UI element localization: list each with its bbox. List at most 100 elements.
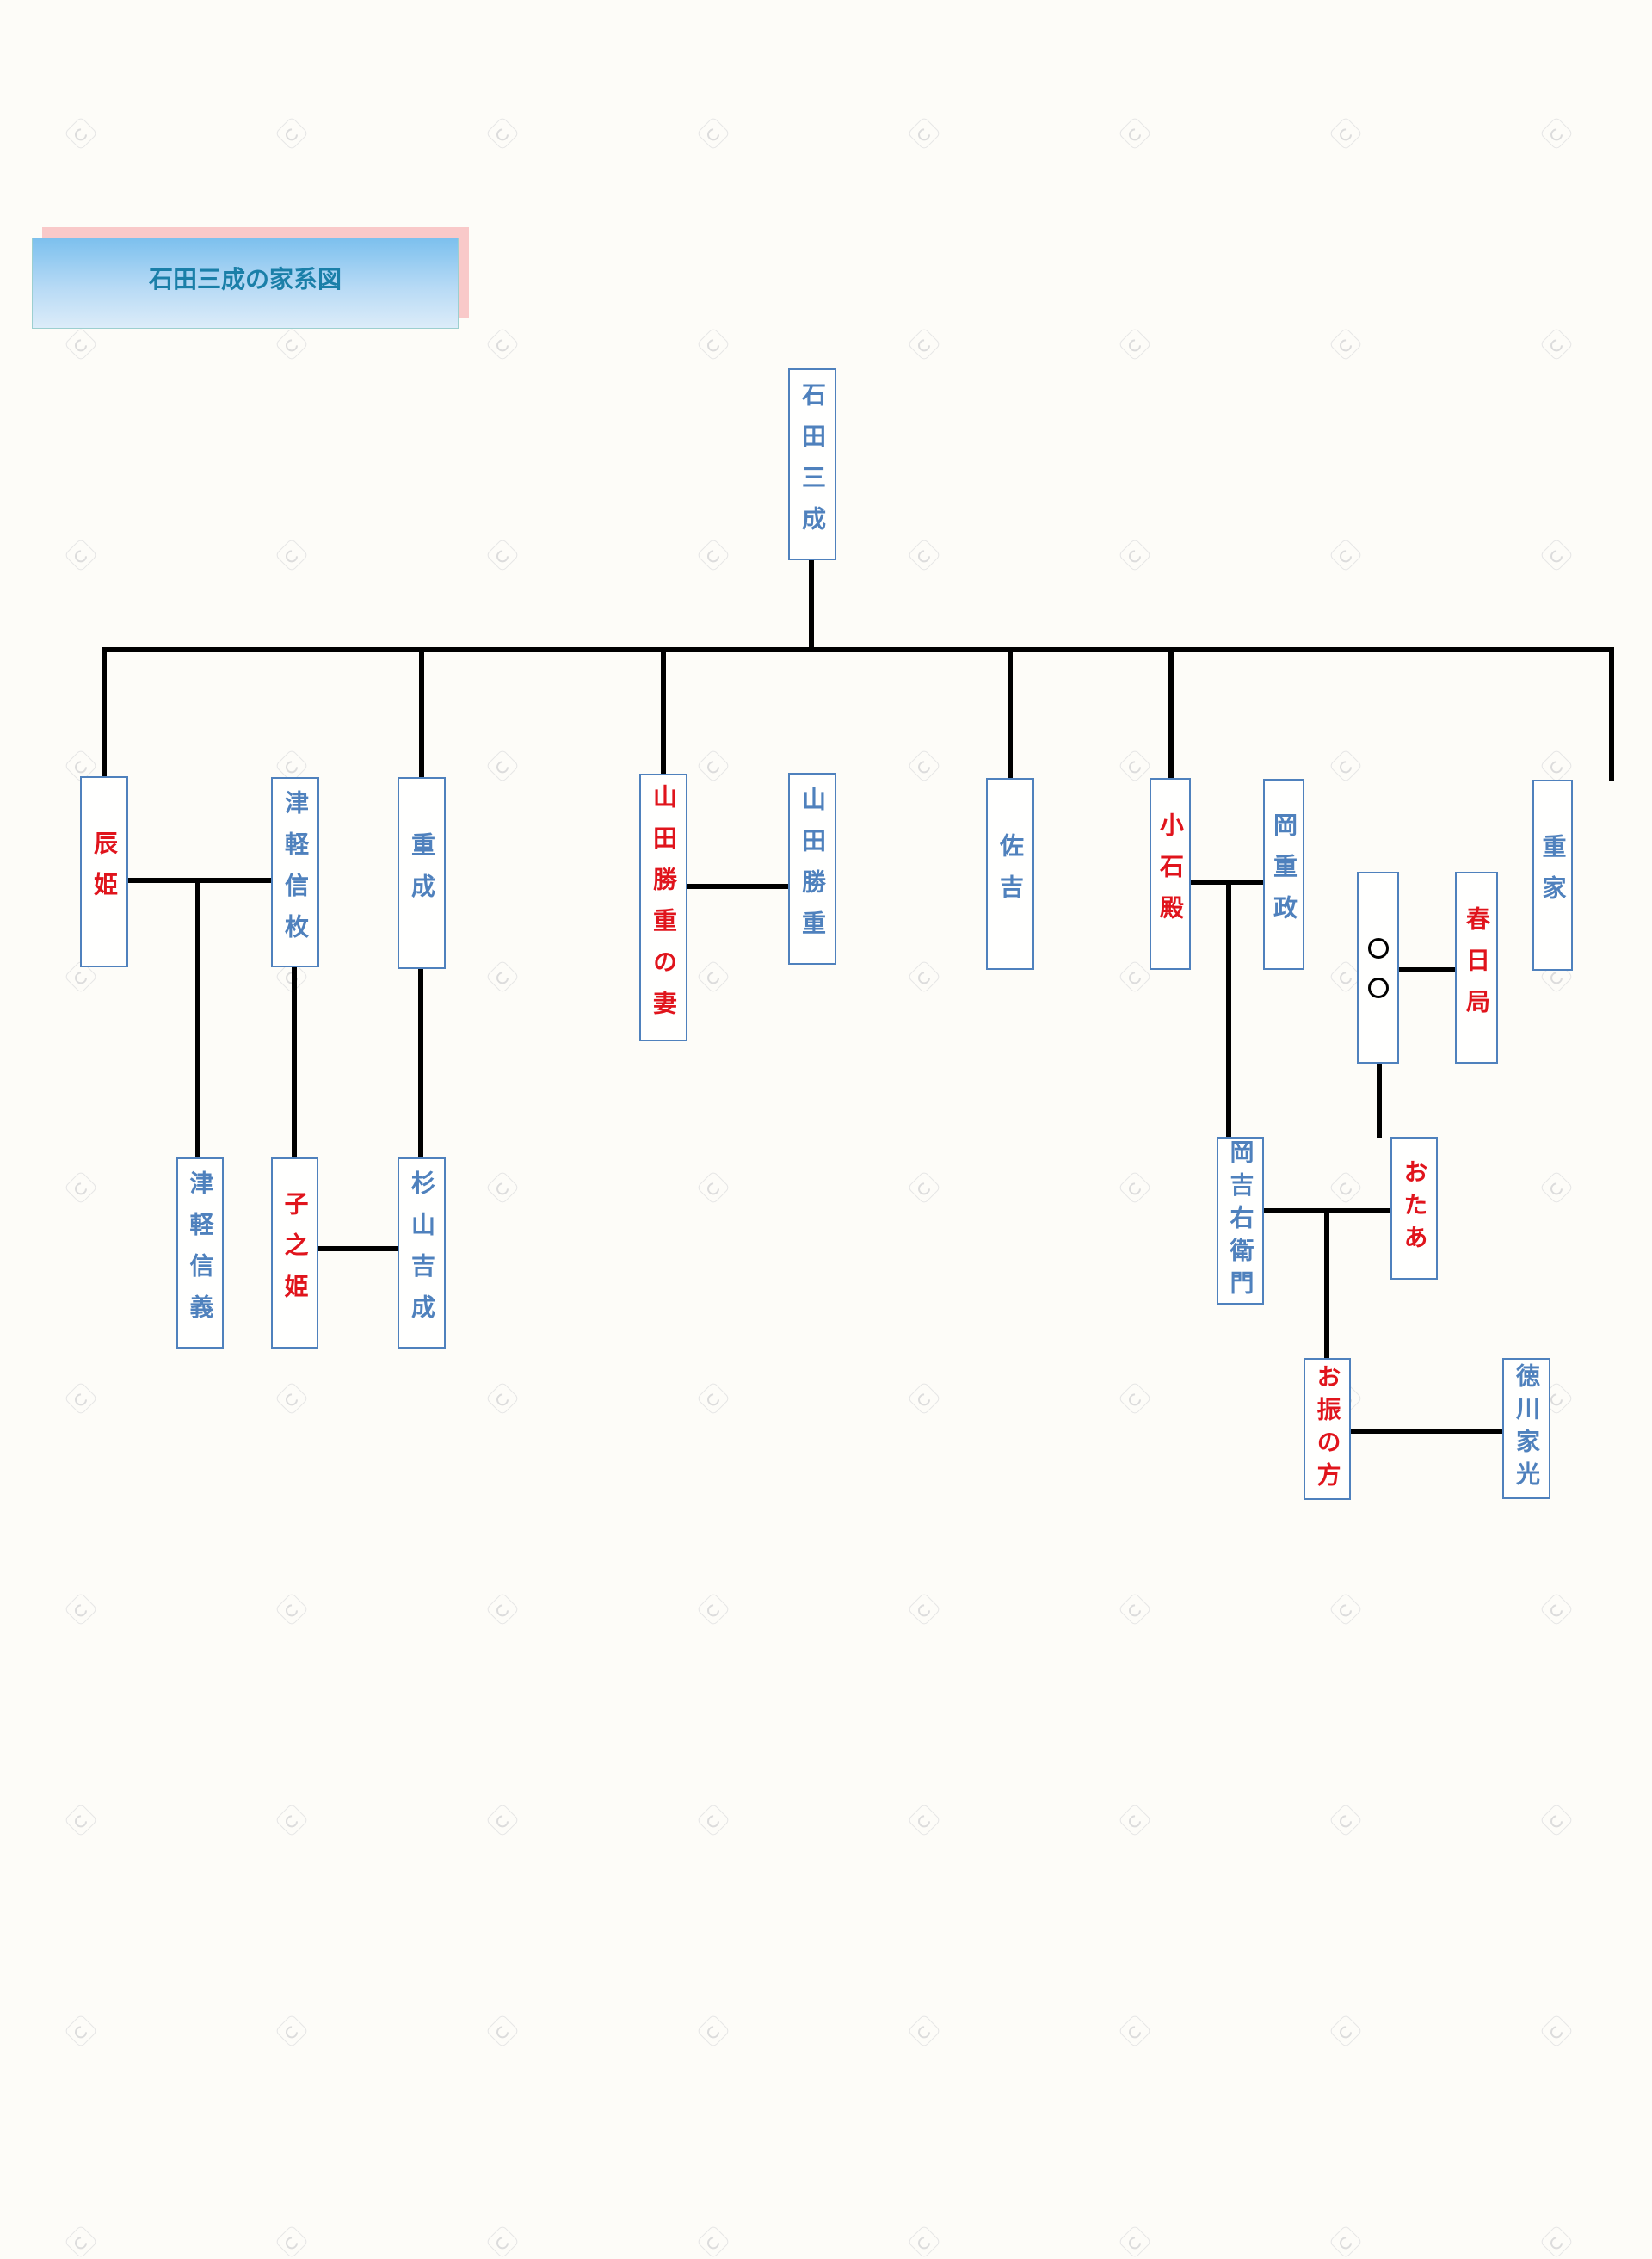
watermark [907,2225,941,2259]
watermark [696,1803,730,1837]
person-node-shigenari[interactable]: 重成 [398,777,446,969]
watermark [907,749,941,783]
watermark [1328,116,1363,151]
watermark [485,327,520,361]
person-node-okakichiemon[interactable]: 岡吉右衛門 [1217,1137,1264,1305]
edrawmax-logo-icon [1539,2225,1574,2259]
watermark [1118,327,1152,361]
edrawmax-logo-icon [1539,2014,1574,2048]
watermark [1118,1803,1152,1837]
watermark [1539,1170,1574,1205]
edrawmax-logo-icon [1328,327,1363,361]
watermark [696,2225,730,2259]
person-node-nobuhira[interactable]: 津軽信枚 [271,777,319,967]
person-node-yamada[interactable]: 山田勝重 [788,773,836,965]
person-name: 春日局 [1463,905,1491,1030]
person-name: 重家 [1538,834,1568,917]
watermark [1539,2014,1574,2048]
person-node-mitsunari[interactable]: 石田三成 [788,368,836,560]
person-node-sakichi[interactable]: 佐吉 [986,778,1034,970]
edrawmax-logo-icon [907,1803,941,1837]
watermark [1118,2225,1152,2259]
person-node-otaa[interactable]: おたあ [1390,1137,1438,1280]
person-name: 岡重政 [1270,812,1298,936]
watermark [274,2225,309,2259]
watermark [1118,1381,1152,1416]
person-node-unknown[interactable]: 〇〇 [1357,872,1399,1064]
edrawmax-logo-icon [696,327,730,361]
edrawmax-logo-icon [907,116,941,151]
edrawmax-logo-icon [485,2014,520,2048]
watermark [485,1803,520,1837]
person-node-okashigemasa[interactable]: 岡重政 [1263,779,1304,970]
watermark [274,1381,309,1416]
edrawmax-logo-icon [1328,2225,1363,2259]
person-node-shigeie[interactable]: 重家 [1532,780,1573,971]
watermark [907,1170,941,1205]
watermark [64,327,98,361]
connector-line [102,647,107,778]
watermark [1328,1170,1363,1205]
watermark [1118,2014,1152,2048]
person-name: 石田三成 [798,381,827,547]
watermark [1328,2225,1363,2259]
person-node-nobuyoshi[interactable]: 津軽信義 [176,1157,224,1349]
watermark [64,1381,98,1416]
person-node-sugiyama[interactable]: 杉山吉成 [398,1157,446,1349]
edrawmax-logo-icon [907,2225,941,2259]
edrawmax-logo-icon [1118,1592,1152,1626]
watermark [907,2014,941,2048]
person-node-ofuri[interactable]: お振の方 [1304,1358,1351,1500]
circle-placeholder-icon [1367,937,1389,959]
marriage-line [1398,967,1455,972]
watermark [485,749,520,783]
watermark [696,2014,730,2048]
person-node-koishi[interactable]: 小石殿 [1150,778,1191,970]
edrawmax-logo-icon [485,1803,520,1837]
connector-line [292,966,297,1158]
watermark [696,1592,730,1626]
watermark [696,538,730,572]
watermark [1328,749,1363,783]
connector-line [102,647,1614,652]
edrawmax-logo-icon [1118,2014,1152,2048]
marriage-line [317,1246,398,1251]
watermark [1118,538,1152,572]
person-name: 徳川家光 [1513,1363,1541,1494]
watermark [1539,2225,1574,2259]
person-name: 小石殿 [1156,812,1185,936]
watermark [1539,327,1574,361]
edrawmax-logo-icon [485,1381,520,1416]
title-box: 石田三成の家系図 [32,238,459,329]
watermark [1328,1592,1363,1626]
person-node-kasuga[interactable]: 春日局 [1455,872,1498,1064]
edrawmax-logo-icon [485,538,520,572]
edrawmax-logo-icon [907,2014,941,2048]
edrawmax-logo-icon [1539,1803,1574,1837]
watermark [907,1381,941,1416]
person-node-iemitsu[interactable]: 徳川家光 [1502,1358,1550,1499]
person-name: 津軽信枚 [281,789,310,955]
edrawmax-logo-icon [1328,2014,1363,2048]
connector-line [1609,647,1614,781]
person-node-nenohime[interactable]: 子之姫 [271,1157,318,1349]
person-node-tatsuhime[interactable]: 辰姫 [80,776,128,967]
watermark [485,1592,520,1626]
edrawmax-logo-icon [1328,1592,1363,1626]
edrawmax-logo-icon [274,116,309,151]
watermark [696,1170,730,1205]
watermark [485,1381,520,1416]
watermark [1539,116,1574,151]
watermark [1118,1170,1152,1205]
watermark [1118,1592,1152,1626]
edrawmax-logo-icon [907,1170,941,1205]
person-node-yamada-wife[interactable]: 山田勝重の妻 [639,774,687,1041]
watermark [907,538,941,572]
person-name: おたあ [1400,1159,1429,1257]
watermark [1328,2014,1363,2048]
watermark [1118,749,1152,783]
edrawmax-logo-icon [274,2225,309,2259]
edrawmax-logo-icon [64,116,98,151]
edrawmax-logo-icon [696,1803,730,1837]
watermark [1539,1803,1574,1837]
